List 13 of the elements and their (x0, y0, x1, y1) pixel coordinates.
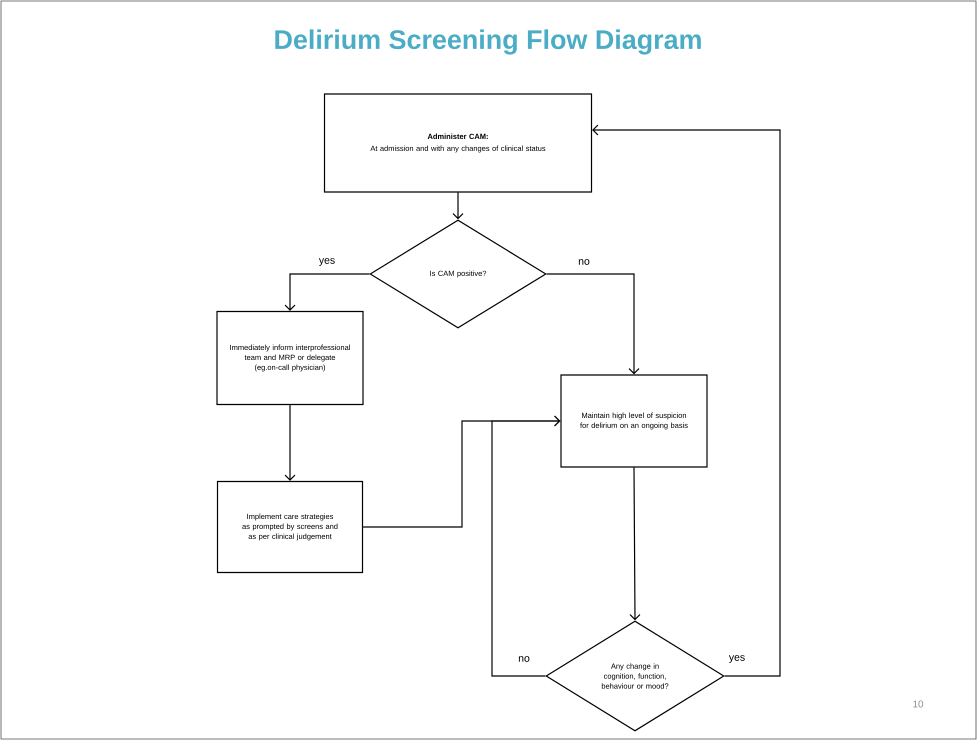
arrow (630, 468, 640, 620)
arrow (284, 405, 296, 481)
arrow (592, 124, 781, 677)
edge-label: no (517, 655, 531, 663)
arrow (491, 416, 560, 677)
arrow (284, 273, 370, 311)
arrow (546, 273, 640, 374)
edge-label: yes (728, 654, 746, 664)
page-number: 10 (913, 700, 924, 708)
edge-label: yes (318, 257, 336, 267)
title: Delirium Screening Flow Diagram (275, 29, 701, 55)
edge-label: no (577, 258, 591, 266)
arrow (452, 192, 464, 220)
